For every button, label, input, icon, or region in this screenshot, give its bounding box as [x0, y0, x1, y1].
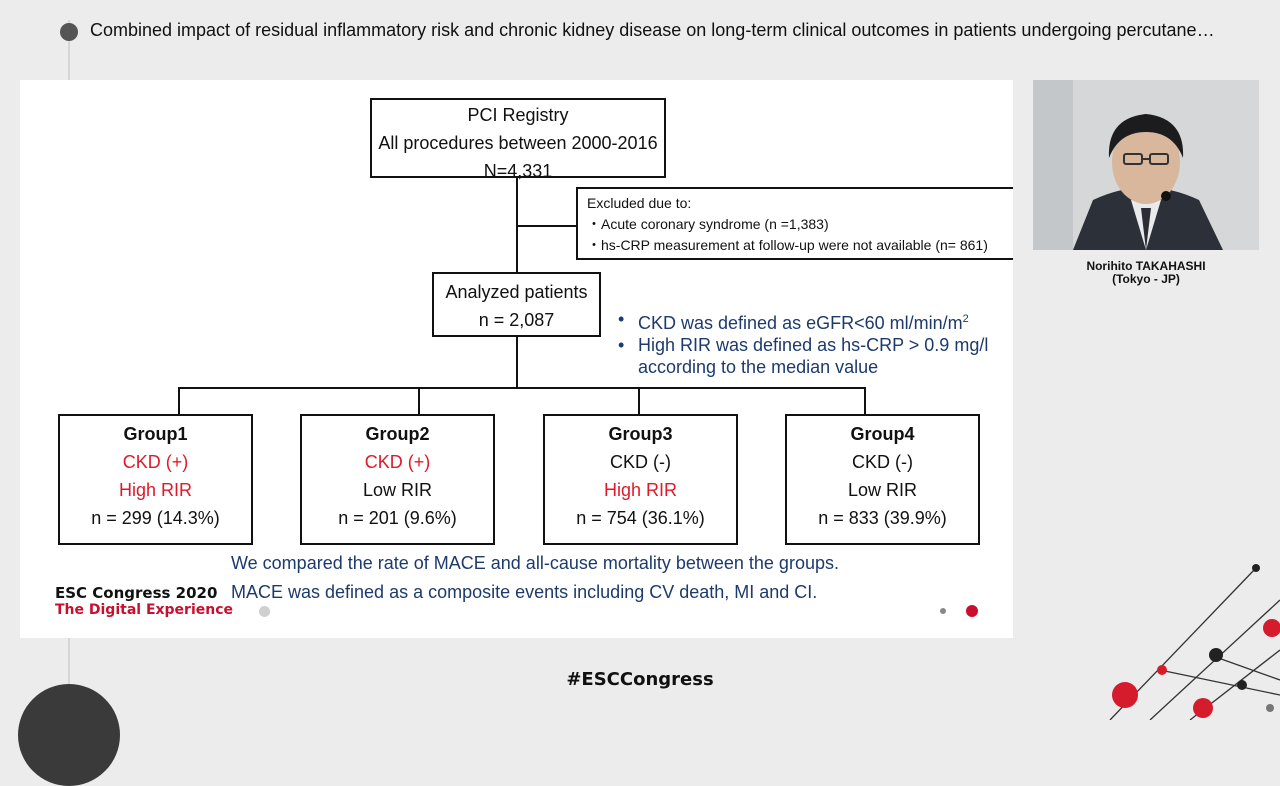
group-box-1: Group1 CKD (+) High RIR n = 299 (14.3%) [58, 414, 253, 545]
definition-item: • CKD was defined as eGFR<60 ml/min/m2 [616, 308, 1013, 334]
logo-line2: The Digital Experience [55, 602, 234, 618]
registry-box: PCI Registry All procedures between 2000… [370, 98, 666, 181]
event-hashtag: #ESCCongress [566, 669, 714, 690]
connector-line [864, 387, 866, 415]
speaker-video[interactable] [1033, 80, 1259, 250]
group-count: n = 754 (36.1%) [576, 508, 705, 528]
excluded-item: ・Acute coronary syndrome (n =1,383) [587, 216, 829, 232]
group-name: Group4 [850, 424, 915, 444]
superscript: 2 [962, 313, 969, 325]
group-box-4: Group4 CKD (-) Low RIR n = 833 (39.9%) [785, 414, 980, 545]
rir-definition-cont: according to the median value [638, 357, 879, 377]
definition-item: • High RIR was defined as hs-CRP > 0.9 m… [616, 334, 1013, 378]
group-rir: Low RIR [362, 480, 433, 500]
group-ckd: CKD (-) [610, 452, 671, 472]
presentation-slide: PCI Registry All procedures between 2000… [20, 80, 1013, 638]
registry-count: N=4,331 [483, 161, 553, 181]
group-rir: High RIR [118, 480, 193, 500]
group-name: Group1 [123, 424, 188, 444]
registry-period: All procedures between 2000-2016 [378, 133, 658, 153]
decorative-dot [259, 606, 270, 617]
group-count: n = 299 (14.3%) [91, 508, 220, 528]
analyzed-count: n = 2,087 [478, 310, 555, 330]
logo-line1: ESC Congress 2020 [55, 584, 218, 602]
group-ckd: CKD (-) [852, 452, 913, 472]
excluded-box: Excluded due to: ・Acute coronary syndrom… [576, 187, 1013, 260]
group-name: Group2 [365, 424, 430, 444]
definition-list: • CKD was defined as eGFR<60 ml/min/m2 •… [616, 308, 1013, 378]
slide-indicator-active-dot [966, 605, 978, 617]
registry-title: PCI Registry [467, 105, 569, 125]
timeline-dot [60, 23, 78, 41]
excluded-heading: Excluded due to: [587, 195, 692, 211]
esc-congress-logo: ESC Congress 2020 The Digital Experience [55, 585, 233, 619]
excluded-item: ・hs-CRP measurement at follow-up were no… [587, 237, 988, 253]
group-rir: High RIR [603, 480, 678, 500]
group-box-3: Group3 CKD (-) High RIR n = 754 (36.1%) [543, 414, 738, 545]
speaker-name-label: Norihito TAKAHASHI (Tokyo - JP) [1033, 260, 1259, 286]
connector-line [638, 387, 640, 415]
speaker-video-frame [1033, 80, 1259, 250]
connector-line [178, 387, 180, 415]
group-rir: Low RIR [847, 480, 918, 500]
speaker-affiliation: (Tokyo - JP) [1112, 272, 1180, 286]
comparison-text: We compared the rate of MACE and all-cau… [231, 553, 839, 573]
group-count: n = 201 (9.6%) [338, 508, 457, 528]
analyzed-title: Analyzed patients [445, 282, 588, 302]
bullet: • [618, 335, 625, 355]
analyzed-box: Analyzed patients n = 2,087 [432, 272, 601, 337]
molecule-decoration-graphic [1109, 564, 1280, 720]
connector-line [517, 225, 577, 227]
ckd-definition: CKD was defined as eGFR<60 ml/min/m [638, 313, 963, 333]
group-ckd: CKD (+) [364, 452, 431, 472]
group-name: Group3 [608, 424, 673, 444]
connector-line [516, 337, 518, 388]
rir-definition: High RIR was defined as hs-CRP > 0.9 mg/… [638, 335, 989, 355]
bullet: • [618, 309, 625, 329]
connector-line [418, 387, 420, 415]
slide-indicator-dot [940, 608, 946, 614]
session-title[interactable]: Combined impact of residual inflammatory… [90, 20, 1215, 40]
group-box-2: Group2 CKD (+) Low RIR n = 201 (9.6%) [300, 414, 495, 545]
speaker-name: Norihito TAKAHASHI [1086, 259, 1206, 273]
group-count: n = 833 (39.9%) [818, 508, 947, 528]
connector-line [178, 387, 866, 389]
mace-definition: MACE was defined as a composite events i… [231, 582, 818, 602]
group-ckd: CKD (+) [122, 452, 189, 472]
decorative-circle [18, 684, 120, 786]
